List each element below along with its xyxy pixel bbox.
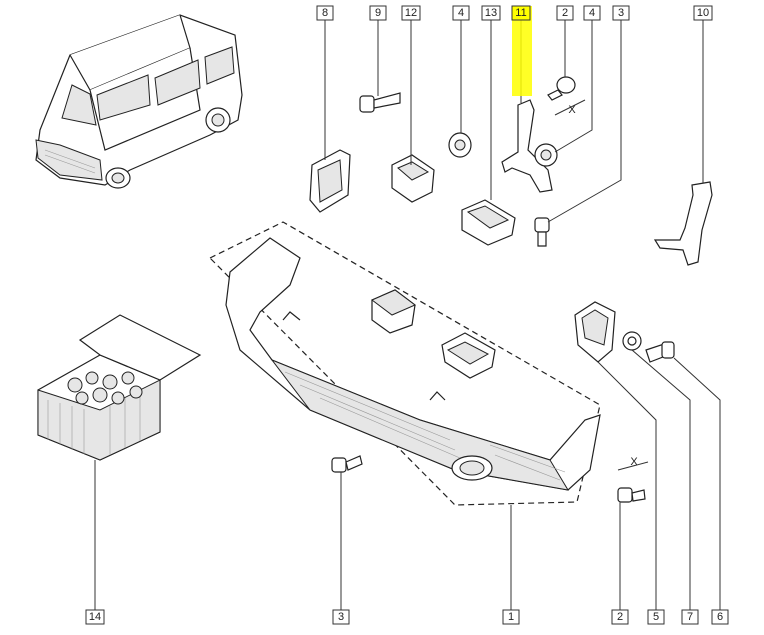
part-10-bracket (653, 181, 713, 266)
callout-8: 8 (316, 5, 334, 21)
callout-9: 9 (369, 5, 387, 21)
callout-1-label: 1 (508, 611, 514, 623)
callout-14: 14 (85, 609, 105, 625)
callout-8-label: 8 (322, 7, 328, 19)
callout-2-bottom-label: 2 (617, 611, 623, 623)
part-12-clip (391, 154, 435, 203)
callout-4-left-label: 4 (458, 7, 464, 19)
callout-12-label: 12 (405, 7, 417, 19)
callout-9-label: 9 (375, 7, 381, 19)
part-3-bolt-top (534, 217, 550, 247)
callout-4-right: 4 (583, 5, 601, 21)
dimension-x-bottom: X (617, 456, 649, 471)
part-2-bolt-top (547, 76, 576, 101)
part-11-bracket (501, 99, 553, 193)
callout-7-label: 7 (687, 611, 693, 623)
callout-5-label: 5 (653, 611, 659, 623)
part-2-bolt-bottom (617, 487, 646, 503)
callout-11-label: 11 (515, 7, 526, 19)
callout-11: 11 (511, 5, 531, 21)
callout-3-top-label: 3 (618, 7, 624, 19)
callout-14-label: 14 (89, 611, 101, 623)
front-bumper (208, 221, 601, 506)
part-9-bolt (359, 92, 401, 113)
callout-7: 7 (681, 609, 699, 625)
dimension-label-top: X (568, 104, 576, 116)
callout-6-label: 6 (717, 611, 723, 623)
callout-2-bottom: 2 (611, 609, 629, 625)
part-4-nut-left (448, 132, 472, 158)
part-8-bracket (309, 149, 351, 213)
van-illustration (35, 14, 243, 189)
highlight-marker (512, 6, 532, 96)
part-5-bracket (574, 301, 616, 363)
callout-2-top-label: 2 (562, 7, 568, 19)
callout-6: 6 (711, 609, 729, 625)
callout-10-label: 10 (697, 7, 709, 19)
part-3-bolt-bottom (331, 455, 363, 473)
bumper-clip-upper (371, 289, 416, 334)
callout-10: 10 (693, 5, 713, 21)
callout-5: 5 (647, 609, 665, 625)
part-13-clip (461, 199, 516, 246)
dimension-label-bottom: X (630, 456, 638, 468)
callout-4-right-label: 4 (589, 7, 595, 19)
part-6-bolt (645, 341, 675, 363)
callout-12: 12 (401, 5, 421, 21)
bumper-grille-insert (441, 332, 496, 379)
callout-13: 13 (481, 5, 501, 21)
callout-13-label: 13 (485, 7, 497, 19)
callout-2-top: 2 (556, 5, 574, 21)
clip-box (37, 314, 202, 461)
callout-3-top: 3 (612, 5, 630, 21)
part-4-nut-right (534, 143, 558, 167)
callout-4-left: 4 (452, 5, 470, 21)
part-7-washer (622, 331, 642, 351)
callout-1: 1 (502, 609, 520, 625)
callout-3-bottom-label: 3 (338, 611, 344, 623)
leader-lines (94, 20, 721, 610)
callout-3-bottom: 3 (332, 609, 350, 625)
dimension-x-top: X (554, 99, 586, 116)
